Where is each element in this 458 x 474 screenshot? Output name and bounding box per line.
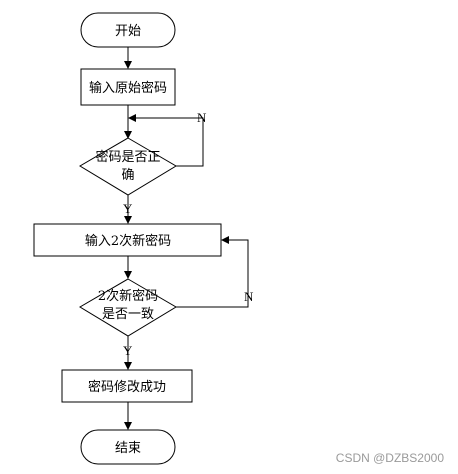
check-old-yes-label: Y	[123, 201, 133, 216]
success-box	[61, 369, 193, 403]
check-new-password-label-line1: 2次新密码	[98, 288, 158, 304]
check-old-password-label-line2: 确	[121, 168, 134, 183]
check-new-password-label-line2: 是否一致	[102, 307, 154, 322]
input-old-password-label: 输入原始密码	[89, 80, 167, 96]
check-new-no-label: N	[244, 289, 254, 304]
input-new-password-box	[33, 223, 222, 257]
input-new-password-label: 输入2次新密码	[85, 233, 171, 249]
watermark: CSDN @DZBS2000	[336, 451, 445, 465]
success-label: 密码修改成功	[88, 379, 166, 395]
edge-check-old-no-loop	[128, 114, 204, 167]
edge-check-new-no-loop	[176, 236, 249, 308]
check-old-password-label-line1: 密码是否正	[95, 149, 160, 165]
check-old-no-label: N	[197, 110, 207, 125]
start-label: 开始	[115, 24, 141, 39]
end-terminal	[80, 429, 176, 465]
check-new-yes-label: Y	[123, 343, 133, 358]
input-old-password-box	[80, 68, 176, 106]
end-label: 结束	[115, 441, 141, 456]
check-old-password-diamond	[79, 137, 177, 196]
